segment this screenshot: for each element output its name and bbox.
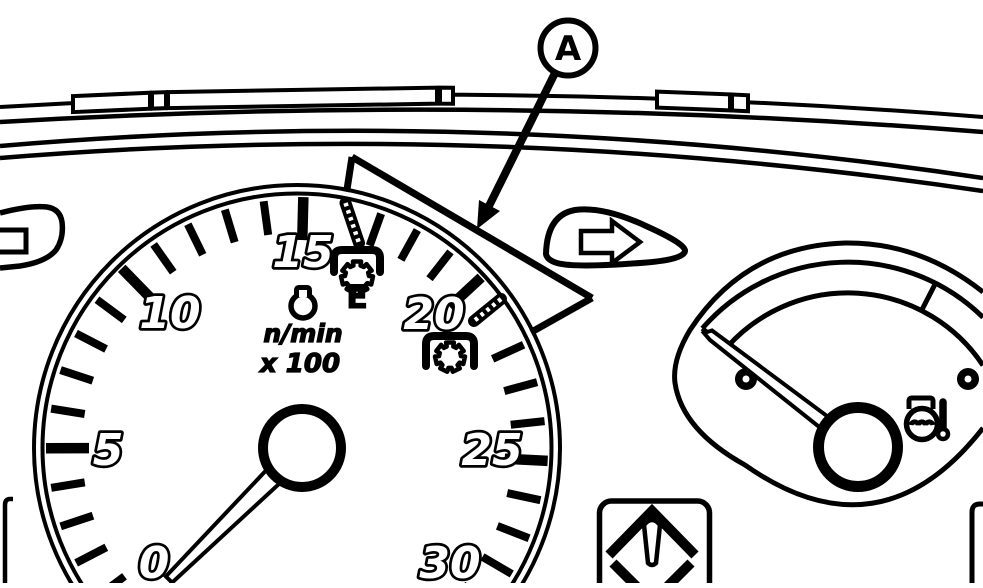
temperature-gauge [675,243,983,505]
coolant-temperature-icon [907,398,949,440]
diamond-exclamation-icon [609,511,695,583]
left-indicator-shape [0,207,62,268]
dial-number-25: 25 [461,425,522,476]
unit-label-x100: x 100 [258,349,340,379]
dial-number-30: 30 [419,538,480,583]
temperature-needle [704,331,831,431]
econ-e-label: E [346,278,368,316]
dash-top-rails [0,88,983,191]
temperature-gauge-tick [922,283,936,311]
tachometer-hub [263,409,341,487]
unit-label-nmin: n/min [263,319,342,348]
dial-number-5: 5 [93,425,124,476]
dial-number-15: 15 [272,227,333,278]
bottom-right-corner [972,504,983,583]
temperature-hub [819,408,898,487]
oil-flask-icon [291,288,315,319]
dial-number-10: 10 [139,288,200,339]
callout-a: A [541,21,596,76]
bottom-left-corner [5,499,13,583]
turn-signal-indicator [546,209,685,265]
callout-a-label: A [555,29,582,69]
warning-box [600,501,710,583]
